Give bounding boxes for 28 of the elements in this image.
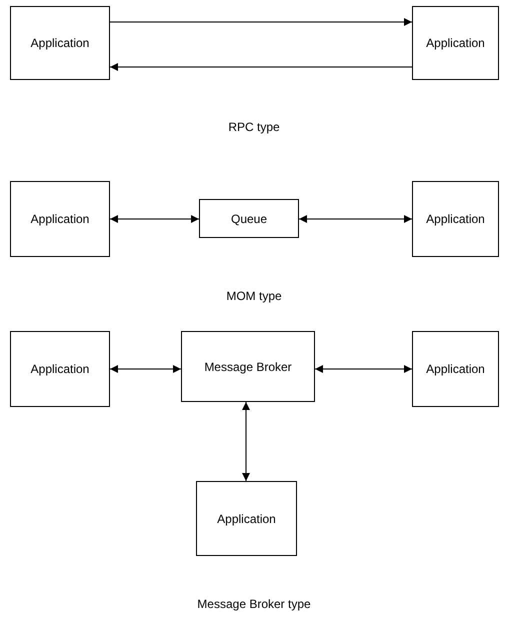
application-box — [196, 481, 297, 556]
arrow — [110, 18, 412, 26]
node-label: Application — [30, 212, 90, 226]
broker-box — [181, 331, 315, 402]
application-box — [10, 6, 110, 80]
application-box — [10, 181, 110, 257]
arrow — [110, 365, 182, 373]
node-label: Application — [426, 36, 485, 50]
arrow — [298, 215, 412, 223]
application-box — [412, 331, 499, 407]
application-box — [412, 6, 499, 80]
arrow — [314, 365, 412, 373]
application-box — [10, 331, 110, 407]
node-label: Queue — [230, 212, 268, 226]
section-caption: Message Broker type — [197, 597, 311, 611]
node-label: Application — [30, 362, 90, 376]
node-label: Application — [217, 512, 276, 526]
arrow — [110, 63, 412, 71]
node-label: Application — [30, 36, 90, 50]
node-label: Message Broker — [204, 360, 292, 374]
section-caption: MOM type — [226, 289, 282, 303]
arrow — [242, 402, 250, 482]
node-label: Application — [426, 362, 485, 376]
application-box — [412, 181, 499, 257]
section-caption: RPC type — [228, 120, 280, 134]
node-label: Application — [426, 212, 485, 226]
queue-box — [199, 199, 299, 238]
arrow — [110, 215, 200, 223]
